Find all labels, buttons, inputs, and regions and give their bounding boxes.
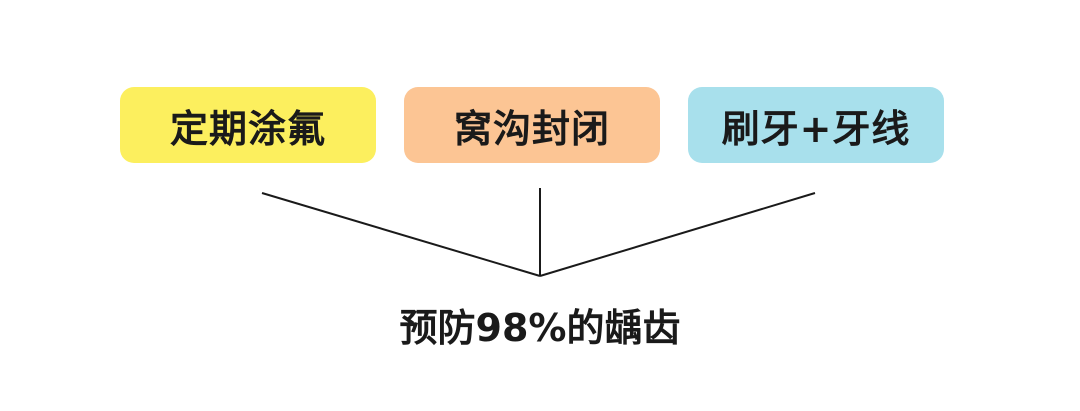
method-box-brushing: 刷牙+牙线 bbox=[688, 87, 944, 163]
connector-left bbox=[261, 192, 541, 277]
method-label-brushing: 刷牙+牙线 bbox=[721, 106, 911, 151]
method-label-fluoride: 定期涂氟 bbox=[169, 106, 326, 151]
method-box-fluoride: 定期涂氟 bbox=[120, 87, 376, 163]
connector-right bbox=[539, 192, 816, 277]
method-box-sealant: 窝沟封闭 bbox=[404, 87, 660, 163]
result-text: 预防98%的龋齿 bbox=[399, 306, 681, 350]
method-label-sealant: 窝沟封闭 bbox=[453, 106, 610, 151]
